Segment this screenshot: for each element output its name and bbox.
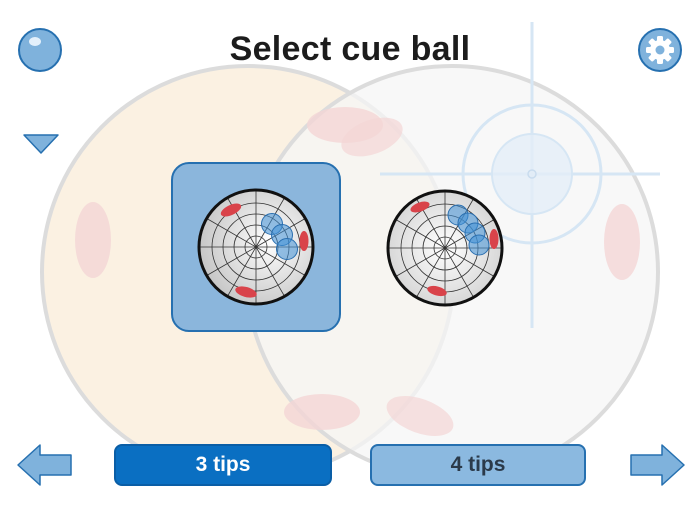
three-tips-button[interactable]: 3 tips	[114, 444, 332, 486]
arrow-right-icon[interactable]	[628, 443, 686, 487]
cue-ball-option-4-tips[interactable]	[384, 187, 506, 309]
arrow-left-icon[interactable]	[16, 443, 74, 487]
triangle-down-icon[interactable]	[22, 133, 60, 155]
cue-ball-diagram	[386, 189, 504, 307]
ball-icon	[29, 37, 41, 46]
cue-ball-option-3-tips[interactable]	[171, 162, 341, 332]
four-tips-button[interactable]: 4 tips	[370, 444, 586, 486]
settings-button[interactable]	[638, 28, 682, 72]
cue-ball-diagram	[197, 188, 315, 306]
ball-menu-button[interactable]	[18, 28, 62, 72]
page-title: Select cue ball	[229, 30, 471, 68]
gear-icon	[646, 36, 674, 64]
